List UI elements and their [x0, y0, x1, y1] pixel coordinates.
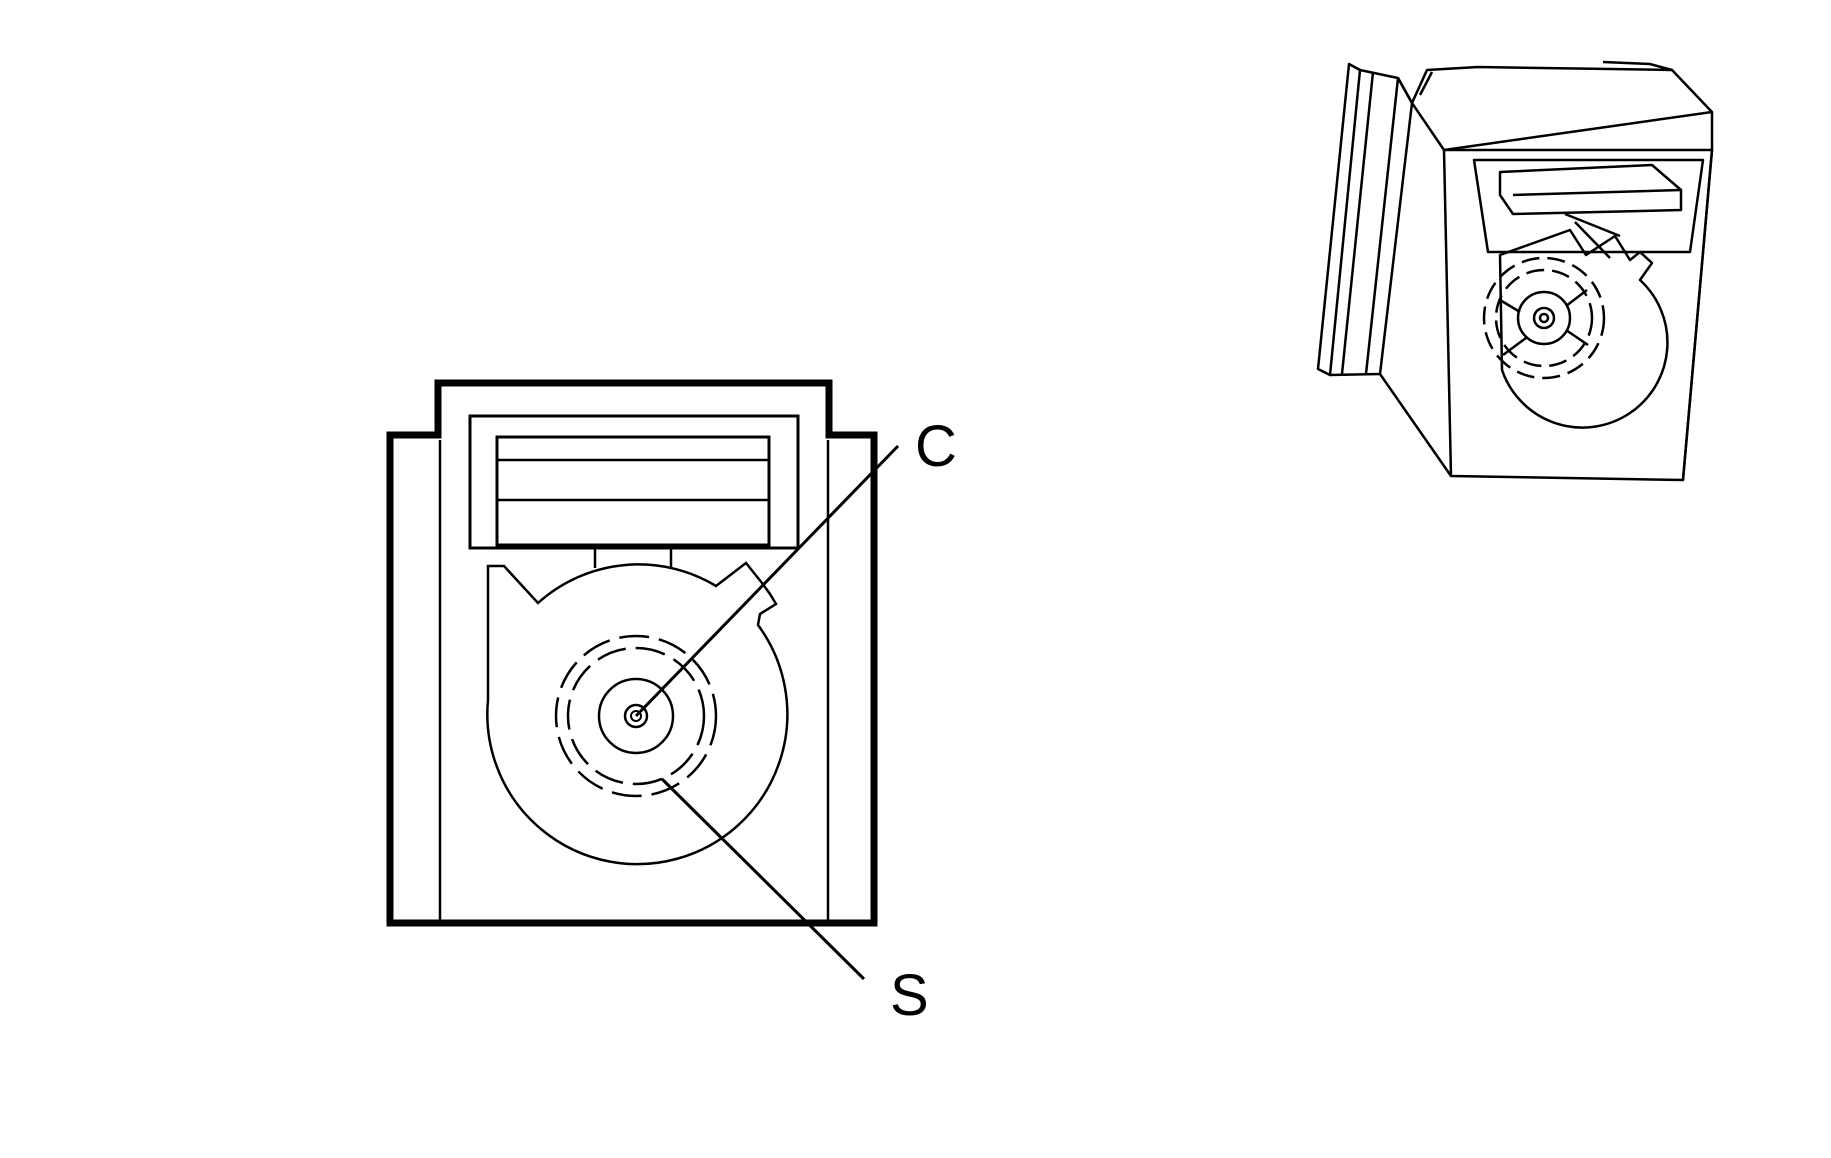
- iso-center-pin-outer: [1532, 306, 1556, 330]
- iso-cavity-inner-edge: [1574, 221, 1611, 259]
- dielectric-ring: [597, 677, 675, 755]
- iso-latch-window: [1472, 158, 1705, 254]
- callout-label-s: S: [890, 963, 929, 1028]
- iso-latch-tab-edge: [1512, 188, 1682, 197]
- iso-top-step: [1602, 60, 1673, 72]
- iso-front-left-edge: [1442, 149, 1453, 477]
- iso-shield-ring-inner: [1494, 268, 1594, 368]
- housing-outline: [386, 379, 878, 927]
- iso-side-flange: [1316, 62, 1362, 377]
- iso-spoke-2: [1502, 336, 1527, 357]
- iso-top-notch: [1418, 71, 1434, 96]
- iso-shield-ring-outer: [1482, 256, 1606, 380]
- iso-body-right-edge: [1378, 112, 1714, 482]
- iso-terminal-cavity: [1498, 228, 1669, 429]
- latch-window: [468, 414, 800, 550]
- iso-side-edge-1: [1340, 71, 1375, 375]
- iso-top-face: [1396, 65, 1714, 152]
- latch-tab: [495, 435, 771, 547]
- iso-center-pin-inner: [1538, 312, 1550, 324]
- iso-spoke-1: [1499, 298, 1521, 314]
- leader-line-s: [660, 777, 866, 981]
- iso-spoke-3: [1565, 289, 1588, 307]
- iso-latch-tab-top: [1498, 163, 1683, 216]
- shield-ring-outer: [554, 634, 718, 798]
- connector-front-view: [386, 379, 900, 981]
- terminal-cavity: [486, 561, 789, 866]
- iso-latch-stem: [1564, 212, 1621, 238]
- center-pin-inner: [630, 710, 642, 722]
- center-pin-outer: [623, 703, 649, 729]
- connector-isometric-view: [1316, 60, 1714, 482]
- iso-side-edge-2: [1364, 77, 1400, 375]
- callout-label-c: C: [915, 414, 957, 479]
- iso-spoke-4: [1565, 328, 1589, 347]
- iso-front-face: [1444, 148, 1714, 481]
- iso-dielectric-ring: [1516, 290, 1572, 346]
- shield-ring-inner: [566, 646, 706, 786]
- leader-line-c: [634, 444, 900, 718]
